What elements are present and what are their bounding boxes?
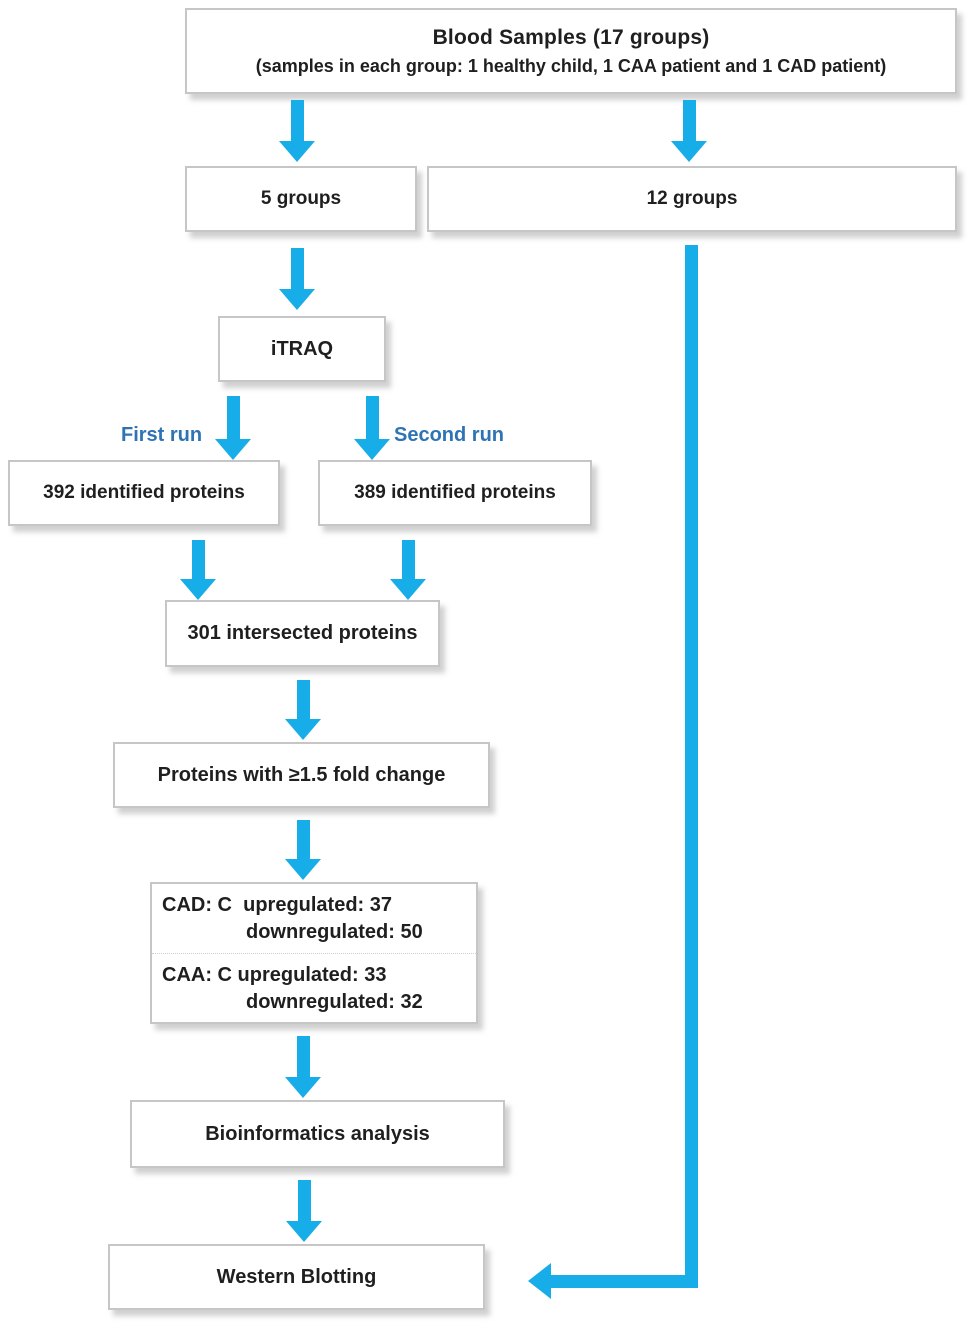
western-blotting-label: Western Blotting	[216, 1265, 377, 1288]
twelve-groups-connector-horizontal	[551, 1275, 698, 1288]
western-blotting-box: Western Blotting	[108, 1244, 485, 1310]
arrow-head-icon	[285, 1077, 321, 1098]
arrow-head-icon	[671, 141, 707, 162]
first-run-label: First run	[121, 424, 203, 446]
arrow-shaft	[401, 540, 415, 579]
itraq-box: iTRAQ	[218, 316, 386, 382]
arrow-shaft	[191, 540, 205, 579]
fold-change-label: Proteins with ≥1.5 fold change	[157, 763, 446, 786]
proteins-392-box: 392 identified proteins	[8, 460, 280, 526]
second-run-label: Second run	[394, 424, 505, 446]
cad-downregulated-line: downregulated: 50	[246, 921, 423, 943]
arrow-head-icon	[285, 719, 321, 740]
proteins-389-box: 389 identified proteins	[318, 460, 592, 526]
arrow-head-icon	[285, 859, 321, 880]
twelve-groups-box: 12 groups	[427, 166, 957, 232]
itraq-label: iTRAQ	[270, 337, 334, 360]
regulation-box: CAD: C upregulated: 37 downregulated: 50…	[150, 882, 478, 1024]
intersected-box: 301 intersected proteins	[165, 600, 440, 667]
arrow-head-icon	[180, 579, 216, 600]
arrow-head-icon	[279, 141, 315, 162]
caa-regulation-section: CAA: C upregulated: 33 downregulated: 32	[152, 952, 476, 1023]
blood-samples-box: Blood Samples (17 groups) (samples in ea…	[185, 8, 957, 94]
proteins-389-label: 389 identified proteins	[354, 482, 556, 503]
arrow-blood-to-12groups	[671, 100, 707, 162]
arrow-392-to-intersected	[180, 540, 216, 600]
intersected-label: 301 intersected proteins	[187, 622, 418, 644]
arrow-shaft	[226, 396, 240, 439]
bioinformatics-label: Bioinformatics analysis	[205, 1122, 430, 1145]
arrow-head-icon	[354, 439, 390, 460]
arrow-intersected-to-foldchange	[285, 680, 321, 740]
arrow-shaft	[296, 820, 310, 859]
arrow-shaft	[290, 248, 304, 289]
cad-regulation-section: CAD: C upregulated: 37 downregulated: 50	[152, 884, 476, 953]
five-groups-label: 5 groups	[260, 188, 342, 209]
cad-upregulated-line: CAD: C upregulated: 37	[162, 894, 393, 916]
arrow-shaft	[682, 100, 696, 141]
arrow-shaft	[365, 396, 379, 439]
five-groups-box: 5 groups	[185, 166, 417, 232]
blood-samples-title: Blood Samples (17 groups)	[432, 25, 710, 49]
fold-change-box: Proteins with ≥1.5 fold change	[113, 742, 490, 808]
caa-downregulated-line: downregulated: 32	[246, 990, 423, 1013]
arrow-5groups-to-itraq	[279, 248, 315, 310]
arrow-bioinformatics-to-western	[286, 1180, 322, 1242]
arrow-regulation-to-bioinformatics	[285, 1036, 321, 1098]
proteins-392-label: 392 identified proteins	[43, 482, 245, 503]
arrow-itraq-first-run	[215, 396, 251, 460]
arrow-head-icon	[390, 579, 426, 600]
arrow-389-to-intersected	[390, 540, 426, 600]
arrow-shaft	[296, 680, 310, 719]
arrow-blood-to-5groups	[279, 100, 315, 162]
arrow-head-icon	[286, 1221, 322, 1242]
arrow-head-icon	[215, 439, 251, 460]
arrow-head-icon	[279, 289, 315, 310]
arrow-itraq-second-run	[354, 396, 390, 460]
arrow-shaft	[296, 1036, 310, 1077]
twelve-groups-connector-vertical	[685, 245, 698, 1288]
twelve-groups-label: 12 groups	[646, 188, 738, 209]
arrow-shaft	[297, 1180, 311, 1221]
caa-upregulated-line: CAA: C upregulated: 33	[162, 963, 387, 986]
arrow-foldchange-to-regulation	[285, 820, 321, 880]
arrow-shaft	[290, 100, 304, 141]
twelve-groups-connector-arrow-head-icon	[528, 1263, 551, 1299]
bioinformatics-box: Bioinformatics analysis	[130, 1100, 505, 1168]
blood-samples-subtitle: (samples in each group: 1 healthy child,…	[255, 55, 887, 76]
